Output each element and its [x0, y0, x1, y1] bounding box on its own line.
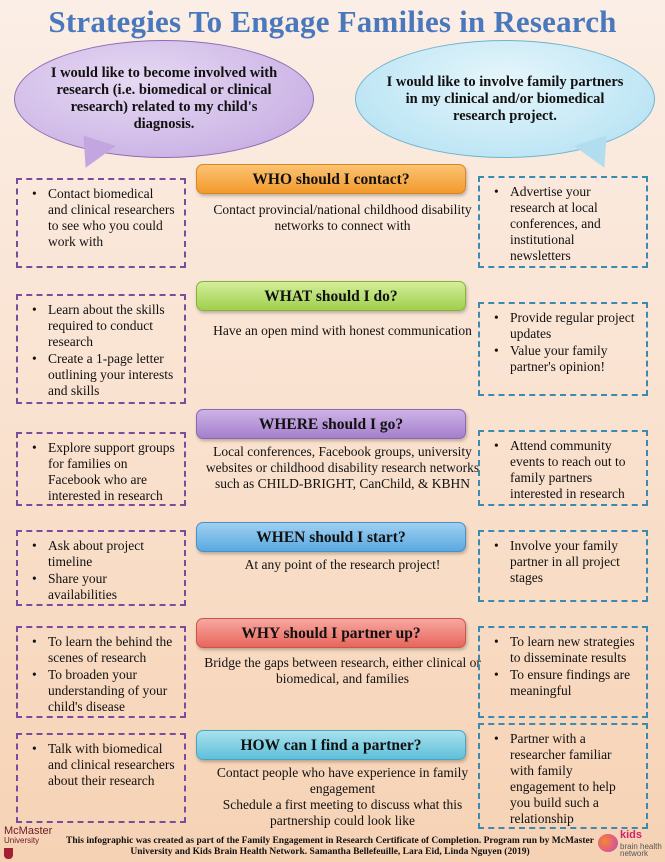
list-item: Value your family partner's opinion!	[488, 343, 638, 375]
what-center-text: Have an open mind with honest communicat…	[213, 323, 472, 338]
list-item: Attend community events to reach out to …	[488, 438, 638, 502]
when-center-text: At any point of the research project!	[244, 557, 441, 572]
footer-credit: This infographic was created as part of …	[66, 836, 594, 857]
list-item: Provide regular project updates	[488, 310, 638, 342]
researcher-bubble-text: I would like to involve family partners …	[386, 73, 624, 124]
what-family-box: Learn about the skills required to condu…	[16, 294, 186, 404]
page-title: Strategies To Engage Families in Researc…	[48, 4, 617, 39]
what-researcher-box: Provide regular project updates Value yo…	[478, 302, 648, 396]
list-item: To ensure findings are meaningful	[488, 667, 638, 699]
what-heading: WHAT should I do?	[196, 281, 466, 311]
why-researcher-box: To learn new strategies to disseminate r…	[478, 626, 648, 718]
list-item: Contact biomedical and clinical research…	[26, 186, 176, 250]
list-item: Talk with biomedical and clinical resear…	[26, 741, 176, 789]
how-family-box: Talk with biomedical and clinical resear…	[16, 733, 186, 823]
who-center-text: Contact provincial/national childhood di…	[213, 202, 472, 233]
list-item: Partner with a researcher familiar with …	[488, 731, 638, 827]
kbhn-logo-line2: brain health	[620, 842, 662, 851]
list-item: To learn new strategies to disseminate r…	[488, 634, 638, 666]
kbhn-logo: kids brain health network	[598, 829, 662, 858]
researcher-bubble: I would like to involve family partners …	[355, 40, 655, 158]
family-bubble-text: I would like to become involved with res…	[50, 65, 278, 132]
who-family-box: Contact biomedical and clinical research…	[16, 178, 186, 268]
when-heading: WHEN should I start?	[196, 522, 466, 552]
where-heading: WHERE should I go?	[196, 409, 466, 439]
who-researcher-box: Advertise your research at local confere…	[478, 176, 648, 268]
list-item: To broaden your understanding of your ch…	[26, 667, 176, 715]
list-item: Ask about project timeline	[26, 538, 176, 570]
list-item: Explore support groups for families on F…	[26, 440, 176, 504]
why-heading: WHY should I partner up?	[196, 618, 466, 648]
list-item: Involve your family partner in all proje…	[488, 538, 638, 586]
how-researcher-box: Partner with a researcher familiar with …	[478, 723, 648, 829]
brain-icon	[598, 834, 618, 852]
crest-icon	[4, 848, 13, 859]
how-center-text: Contact people who have experience in fa…	[216, 765, 469, 796]
list-item: Share your availabilities	[26, 571, 176, 603]
list-item: Advertise your research at local confere…	[488, 184, 638, 264]
kbhn-logo-line1: kids	[620, 829, 643, 841]
why-family-box: To learn the behind the scenes of resear…	[16, 626, 186, 718]
mcmaster-logo: McMaster University	[4, 826, 62, 861]
where-researcher-box: Attend community events to reach out to …	[478, 430, 648, 506]
kbhn-logo-line3: network	[620, 849, 649, 858]
list-item: To learn the behind the scenes of resear…	[26, 634, 176, 666]
when-researcher-box: Involve your family partner in all proje…	[478, 530, 648, 602]
why-center-text: Bridge the gaps between research, either…	[204, 655, 481, 686]
family-bubble: I would like to become involved with res…	[14, 40, 314, 158]
when-family-box: Ask about project timeline Share your av…	[16, 530, 186, 606]
where-family-box: Explore support groups for families on F…	[16, 432, 186, 506]
list-item: Create a 1-page letter outlining your in…	[26, 351, 176, 399]
mcmaster-logo-line1: McMaster	[4, 825, 53, 837]
how-heading: HOW can I find a partner?	[196, 730, 466, 760]
mcmaster-logo-line2: University	[4, 836, 40, 845]
who-heading: WHO should I contact?	[196, 164, 466, 194]
list-item: Learn about the skills required to condu…	[26, 302, 176, 350]
where-center-text: Local conferences, Facebook groups, univ…	[205, 444, 480, 491]
how-center-text-2: Schedule a first meeting to discuss what…	[222, 797, 463, 828]
